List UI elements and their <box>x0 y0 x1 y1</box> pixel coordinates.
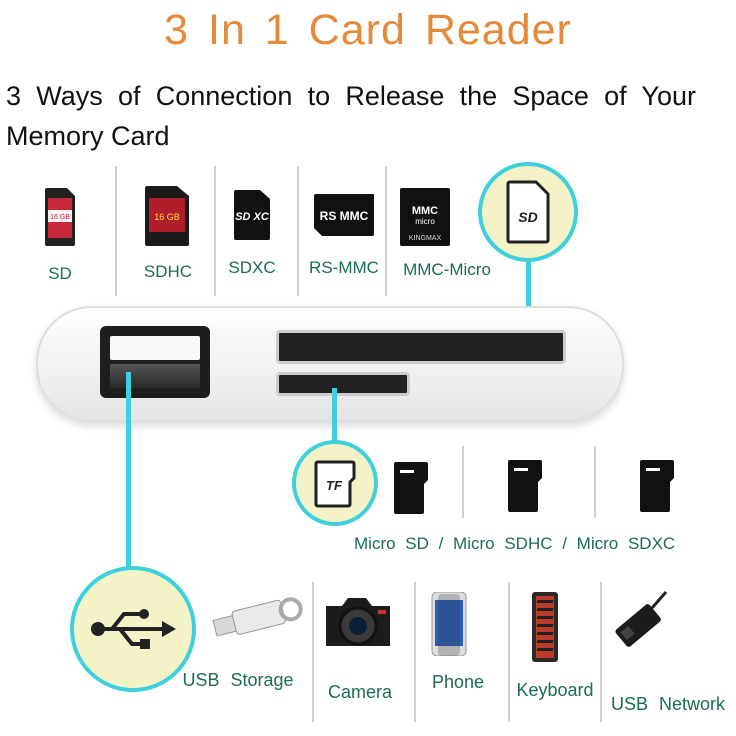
device-label-usb-storage: USB Storage <box>182 670 294 690</box>
tf-callout-line <box>332 388 337 446</box>
micro-sdhc-icon <box>508 460 542 512</box>
separator <box>594 446 596 518</box>
tf-card-slot <box>276 372 410 396</box>
card-row: 16 GB SD 16 GB SDHC SD XC SDXC RS MMC RS… <box>0 160 736 296</box>
phone-icon <box>431 592 467 656</box>
camera-icon <box>326 598 390 646</box>
rs-mmc-card-icon: RS MMC <box>314 194 374 236</box>
tf-slot-callout: TF <box>292 440 378 526</box>
sd-slot-callout: SD <box>478 162 578 262</box>
usb-a-port <box>100 326 210 398</box>
card-label-sdhc: SDHC <box>143 262 193 281</box>
sd-capacity-text: 16 GB <box>50 214 70 221</box>
usb-port-callout <box>70 566 196 692</box>
separator <box>508 582 510 722</box>
sd-card-slot <box>276 330 566 364</box>
card-label-sdxc: SDXC <box>228 258 276 277</box>
separator <box>600 582 602 722</box>
usb-callout-line <box>126 372 131 582</box>
sdhc-card-icon: 16 GB <box>145 186 189 246</box>
separator <box>214 166 216 296</box>
subtitle: 3 Ways of Connection to Release the Spac… <box>6 81 696 151</box>
card-label-mmc-micro: MMC-Micro <box>403 260 491 279</box>
usb-flash-drive-icon <box>212 597 303 637</box>
tf-card-icon: TF <box>314 460 356 508</box>
usb-network-adapter-icon <box>615 591 668 647</box>
sdhc-capacity-text: 16 GB <box>154 212 180 222</box>
separator <box>385 166 387 296</box>
sdxc-logo-text: SD XC <box>235 211 270 223</box>
usb-symbol-icon <box>91 609 176 649</box>
device-label-phone: Phone <box>431 672 485 692</box>
device-label-usb-network: USB Network <box>610 694 726 714</box>
mmc-logo-text: MMC <box>412 205 438 217</box>
kingmax-text: KINGMAX <box>409 235 442 242</box>
card-reader-device <box>36 306 624 422</box>
keyboard-icon <box>532 592 558 662</box>
separator <box>312 582 314 722</box>
separator <box>462 446 464 518</box>
page-title: 3 In 1 Card Reader <box>164 6 572 54</box>
separator <box>115 166 117 296</box>
sd-callout-text: SD <box>518 209 537 225</box>
micro-sdxc-icon <box>640 460 674 512</box>
sd-callout-line <box>526 258 531 344</box>
card-label-rs-mmc: RS-MMC <box>309 258 379 277</box>
mmc-micro-card-icon: MMC micro KINGMAX <box>400 188 450 246</box>
rsmmc-logo-text: RS MMC <box>320 209 369 223</box>
tf-callout-text: TF <box>326 478 343 493</box>
device-label-camera: Camera <box>327 682 393 702</box>
sd-card-icon: 16 GB <box>45 188 75 246</box>
separator <box>414 582 416 722</box>
separator <box>297 166 299 296</box>
micro-sd-icon <box>394 462 428 514</box>
card-label-sd: SD <box>48 264 72 283</box>
mmc-micro-text: micro <box>415 217 435 226</box>
sd-card-icon: SD <box>506 180 550 244</box>
micro-card-label: Micro SD / Micro SDHC / Micro SDXC <box>354 534 676 553</box>
device-label-keyboard: Keyboard <box>516 680 594 700</box>
sdxc-card-icon: SD XC <box>234 190 270 240</box>
